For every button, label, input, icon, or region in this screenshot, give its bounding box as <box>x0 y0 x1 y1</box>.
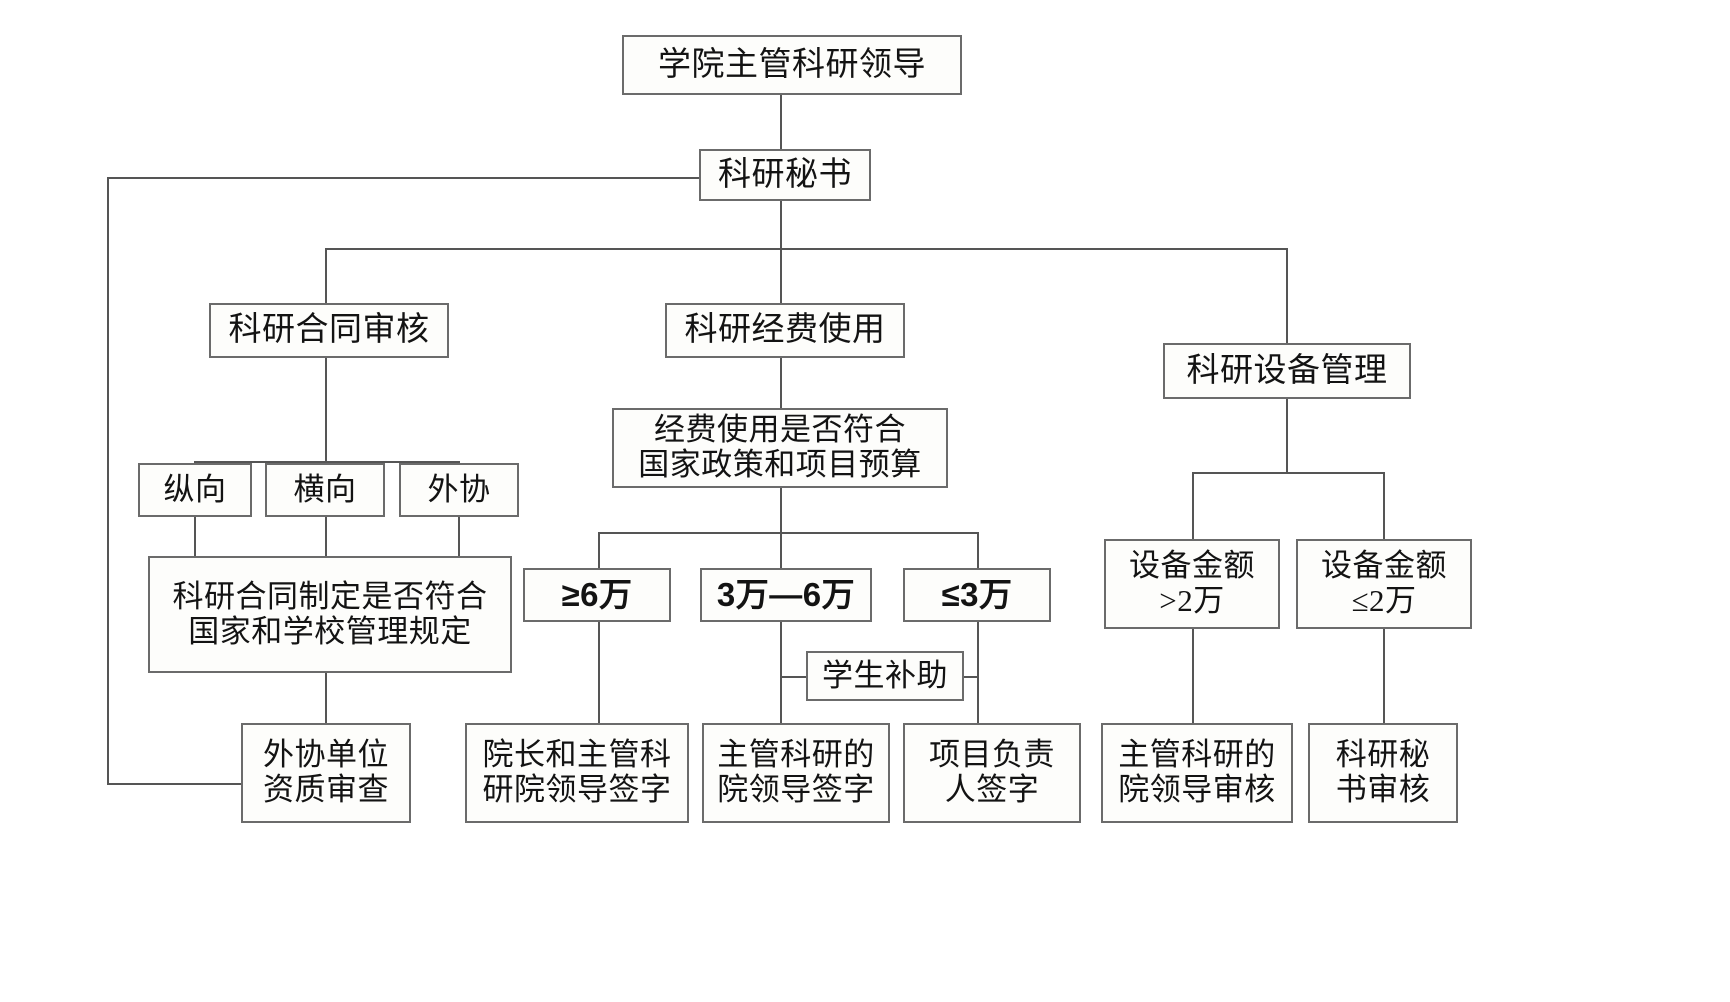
node-funding-usage[interactable]: 科研经费使用 <box>665 303 905 358</box>
node-equipment-management[interactable]: 科研设备管理 <box>1163 343 1411 399</box>
edge-left-bus-vertical <box>107 177 109 784</box>
edge-3to6-to-leader-sign <box>780 621 782 724</box>
edge-left-bus-to-outsource <box>107 783 243 785</box>
edge-bus-to-contract <box>325 248 327 303</box>
edge-secretary-stem <box>780 200 782 248</box>
edge-gt2-to-leader-audit <box>1192 628 1194 724</box>
edge-amount-fanout-bus <box>598 532 978 534</box>
node-research-vice-dean-audit[interactable]: 主管科研的 院领导审核 <box>1101 723 1293 823</box>
edge-secretary-left-stub <box>107 177 699 179</box>
node-amount-30000-to-60000[interactable]: 3万—6万 <box>700 568 872 622</box>
edge-subsidy-left-stub <box>780 676 808 678</box>
node-dean-and-research-office-sign[interactable]: 院长和主管科 研院领导签字 <box>465 723 689 823</box>
node-research-vice-dean-sign[interactable]: 主管科研的 院领导签字 <box>702 723 890 823</box>
node-equipment-amount-gt-20000[interactable]: 设备金额 >2万 <box>1104 539 1280 629</box>
edge-subsidy-right-stub <box>963 676 979 678</box>
edge-bus-to-funding <box>780 248 782 303</box>
edge-fanout-to-le3 <box>977 532 979 569</box>
edge-le3-to-pi-sign <box>977 621 979 724</box>
node-amount-le-30000[interactable]: ≤3万 <box>903 568 1051 622</box>
edge-fanout-to-le2 <box>1383 472 1385 540</box>
node-amount-ge-60000[interactable]: ≥6万 <box>523 568 671 622</box>
edge-contract-stem <box>325 357 327 462</box>
node-outsourcing-project[interactable]: 外协 <box>399 463 519 517</box>
edge-contract-rule-to-outsource <box>325 672 327 724</box>
edge-bus-to-equipment <box>1286 248 1288 343</box>
node-research-secretary[interactable]: 科研秘书 <box>699 149 871 201</box>
node-equipment-amount-le-20000[interactable]: 设备金额 ≤2万 <box>1296 539 1472 629</box>
node-research-leader[interactable]: 学院主管科研领导 <box>622 35 962 95</box>
node-contract-review[interactable]: 科研合同审核 <box>209 303 449 358</box>
node-outsourcing-qualification-review[interactable]: 外协单位 资质审查 <box>241 723 411 823</box>
edge-equipment-fanout-bus <box>1192 472 1384 474</box>
edge-policy-stem <box>780 487 782 533</box>
node-horizontal-project[interactable]: 横向 <box>265 463 385 517</box>
edge-fanout-to-gt2 <box>1192 472 1194 540</box>
node-student-subsidy[interactable]: 学生补助 <box>806 651 964 701</box>
edge-equipment-stem <box>1286 398 1288 473</box>
edge-waixie-down <box>458 516 460 557</box>
edge-main-bus <box>325 248 1287 250</box>
node-contract-rule-check[interactable]: 科研合同制定是否符合 国家和学校管理规定 <box>148 556 512 673</box>
edge-le2-to-secretary-audit <box>1383 628 1385 724</box>
node-research-secretary-audit[interactable]: 科研秘 书审核 <box>1308 723 1458 823</box>
edge-ge6-to-dean-sign <box>598 621 600 724</box>
node-project-leader-sign[interactable]: 项目负责 人签字 <box>903 723 1081 823</box>
node-vertical-project[interactable]: 纵向 <box>138 463 252 517</box>
edge-fanout-to-ge6 <box>598 532 600 569</box>
edge-leader-to-secretary <box>780 94 782 150</box>
edge-funding-to-policy <box>780 357 782 408</box>
node-funding-policy-check[interactable]: 经费使用是否符合 国家政策和项目预算 <box>612 408 948 488</box>
edge-hengxiang-down <box>325 516 327 557</box>
edge-zongxiang-down <box>194 516 196 557</box>
edge-fanout-to-3to6 <box>780 532 782 569</box>
